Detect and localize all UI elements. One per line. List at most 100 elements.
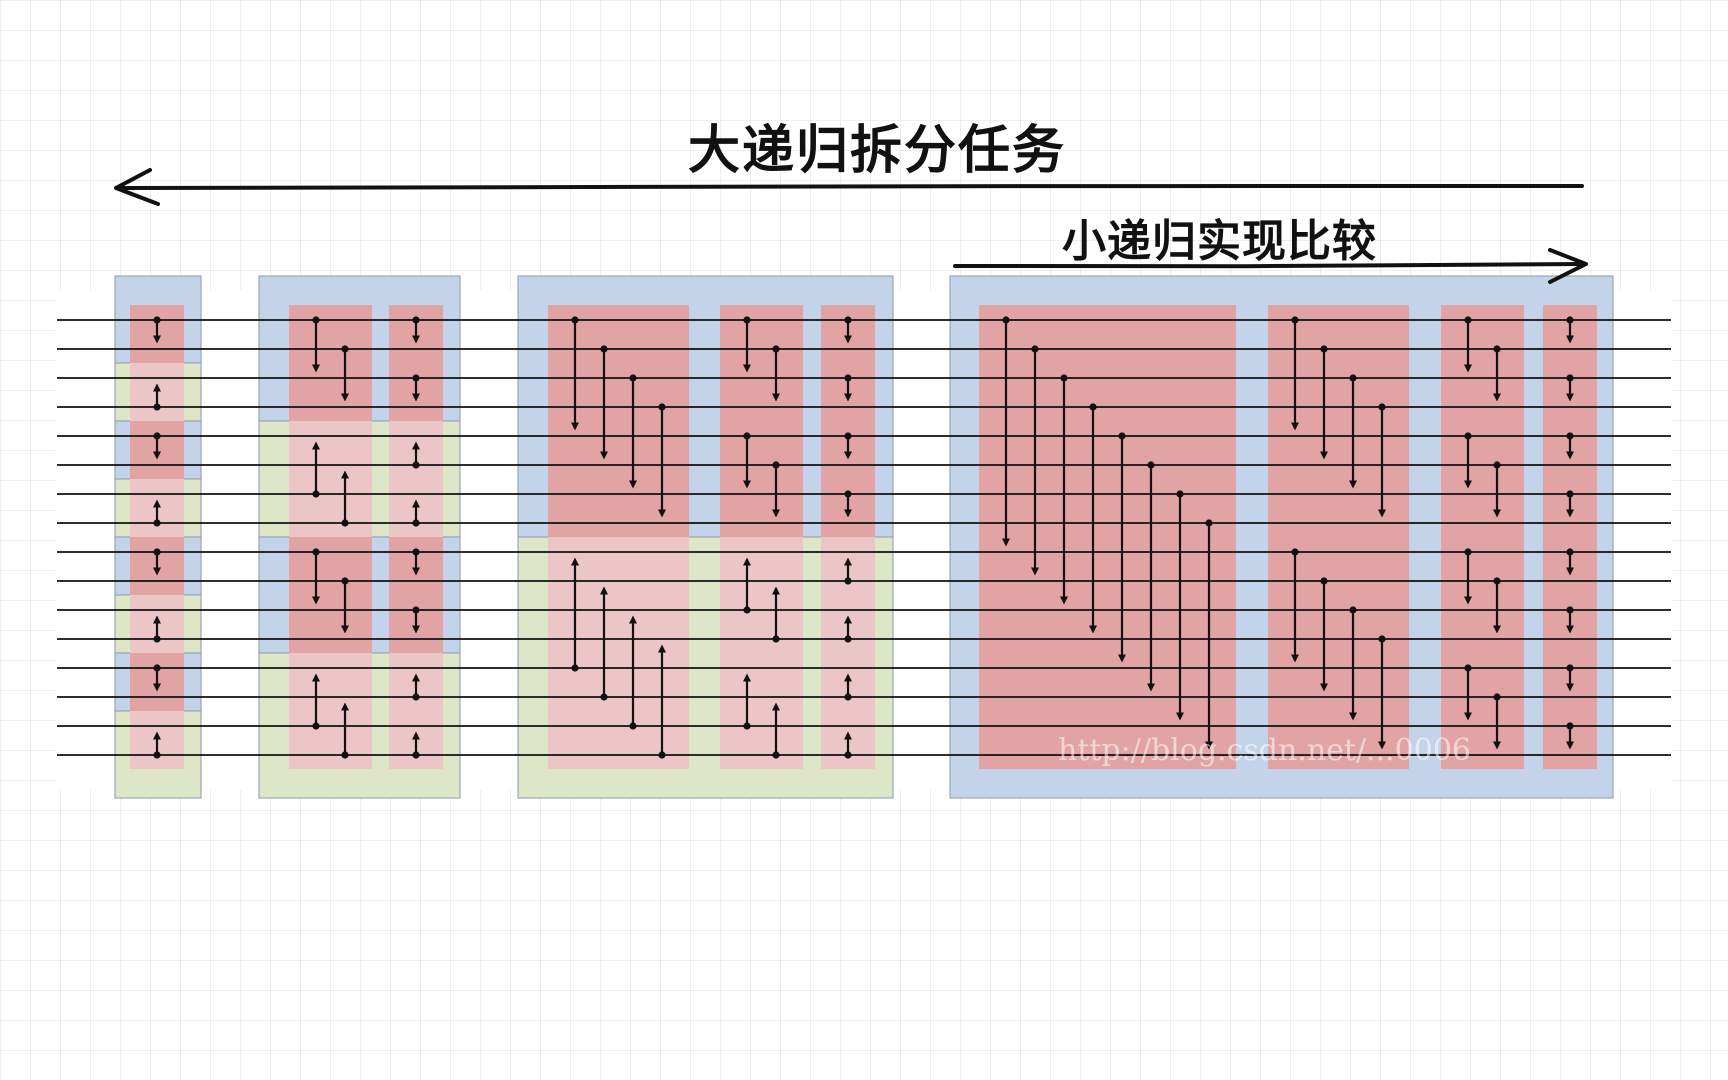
comparator: [1060, 374, 1068, 605]
merge-box-up: [289, 421, 372, 537]
comparator: [571, 557, 579, 672]
comparator: [153, 615, 161, 643]
merge-box-up: [720, 537, 803, 653]
bottom-arrow-head: [1548, 248, 1588, 284]
bottom-arrow: 小递归实现比较: [953, 216, 1588, 284]
comparator: [1464, 664, 1472, 721]
comparator: [658, 403, 666, 518]
comparator: [1147, 461, 1155, 692]
comparator: [1566, 316, 1574, 344]
comparator: [1089, 403, 1097, 634]
comparator: [153, 499, 161, 527]
comparator: [412, 731, 420, 759]
comparator: [1349, 374, 1357, 489]
comparator: [1291, 316, 1299, 431]
comparator: [412, 673, 420, 701]
comparator: [1118, 432, 1126, 663]
comparator: [1493, 345, 1501, 402]
comparator: [1493, 461, 1501, 518]
comparator: [600, 345, 608, 460]
merge-box-down: [720, 421, 803, 537]
merge-box-up: [720, 653, 803, 769]
comparator: [844, 490, 852, 518]
comparator: [844, 374, 852, 402]
comparator: [153, 548, 161, 576]
comparator: [312, 316, 320, 373]
comparator: [312, 548, 320, 605]
comparator: [1349, 606, 1357, 721]
comparator: [1002, 316, 1010, 547]
merge-box-up: [548, 537, 689, 769]
comparator: [1464, 316, 1472, 373]
bottom-arrow-label: 小递归实现比较: [1062, 216, 1377, 267]
comparator: [743, 557, 751, 614]
merge-box-down: [1268, 537, 1409, 769]
merge-box-down: [720, 305, 803, 421]
comparator: [153, 664, 161, 692]
comparator: [1464, 548, 1472, 605]
comparator: [153, 731, 161, 759]
comparator: [1566, 664, 1574, 692]
comparator: [743, 432, 751, 489]
comparator: [743, 316, 751, 373]
top-arrow-head: [114, 168, 160, 206]
comparator: [844, 673, 852, 701]
comparator: [772, 702, 780, 759]
comparators-layer: [153, 316, 1574, 759]
sort-stage-4: [949, 275, 1614, 799]
top-arrow-shaft: [116, 184, 1584, 190]
comparator: [844, 731, 852, 759]
comparator: [1566, 374, 1574, 402]
merge-box-down: [1441, 653, 1524, 769]
comparator: [341, 470, 349, 527]
comparator: [1566, 548, 1574, 576]
top-arrow: 大递归拆分任务: [114, 121, 1584, 206]
comparator: [412, 316, 420, 344]
comparator: [1566, 722, 1574, 750]
merge-box-down: [1441, 537, 1524, 653]
comparator: [772, 345, 780, 402]
sort-stage-2: [258, 275, 461, 799]
comparator: [1320, 345, 1328, 460]
comparator: [743, 673, 751, 730]
comparator: [1320, 577, 1328, 692]
comparator: [571, 316, 579, 431]
comparator: [658, 644, 666, 759]
comparator: [1493, 577, 1501, 634]
comparator: [341, 345, 349, 402]
comparator: [600, 586, 608, 701]
comparator: [1378, 635, 1386, 750]
comparator: [1031, 345, 1039, 576]
top-arrow-label: 大递归拆分任务: [688, 121, 1066, 181]
comparator: [153, 316, 161, 344]
merge-box-down: [548, 305, 689, 537]
comparator: [412, 441, 420, 469]
comparator: [1493, 693, 1501, 750]
comparator: [1566, 606, 1574, 634]
comparator: [844, 557, 852, 585]
comparator: [412, 606, 420, 634]
comparator: [629, 374, 637, 489]
merge-box-down: [979, 305, 1236, 769]
comparator: [1566, 432, 1574, 460]
comparator: [1291, 548, 1299, 663]
merge-box-down: [289, 305, 372, 421]
watermark: http://blog.csdn.net/...0006: [1058, 733, 1471, 768]
comparator: [844, 316, 852, 344]
merge-box-up: [289, 653, 372, 769]
comparator: [412, 548, 420, 576]
sort-stage-1: [114, 275, 202, 799]
comparator: [312, 441, 320, 498]
comparator: [629, 615, 637, 730]
comparator: [412, 374, 420, 402]
merge-box-down: [289, 537, 372, 653]
merge-box-down: [1441, 305, 1524, 421]
comparator: [312, 673, 320, 730]
comparator: [1176, 490, 1184, 721]
merge-box-down: [1268, 305, 1409, 537]
comparator: [844, 432, 852, 460]
comparator: [772, 586, 780, 643]
merge-box-down: [1441, 421, 1524, 537]
